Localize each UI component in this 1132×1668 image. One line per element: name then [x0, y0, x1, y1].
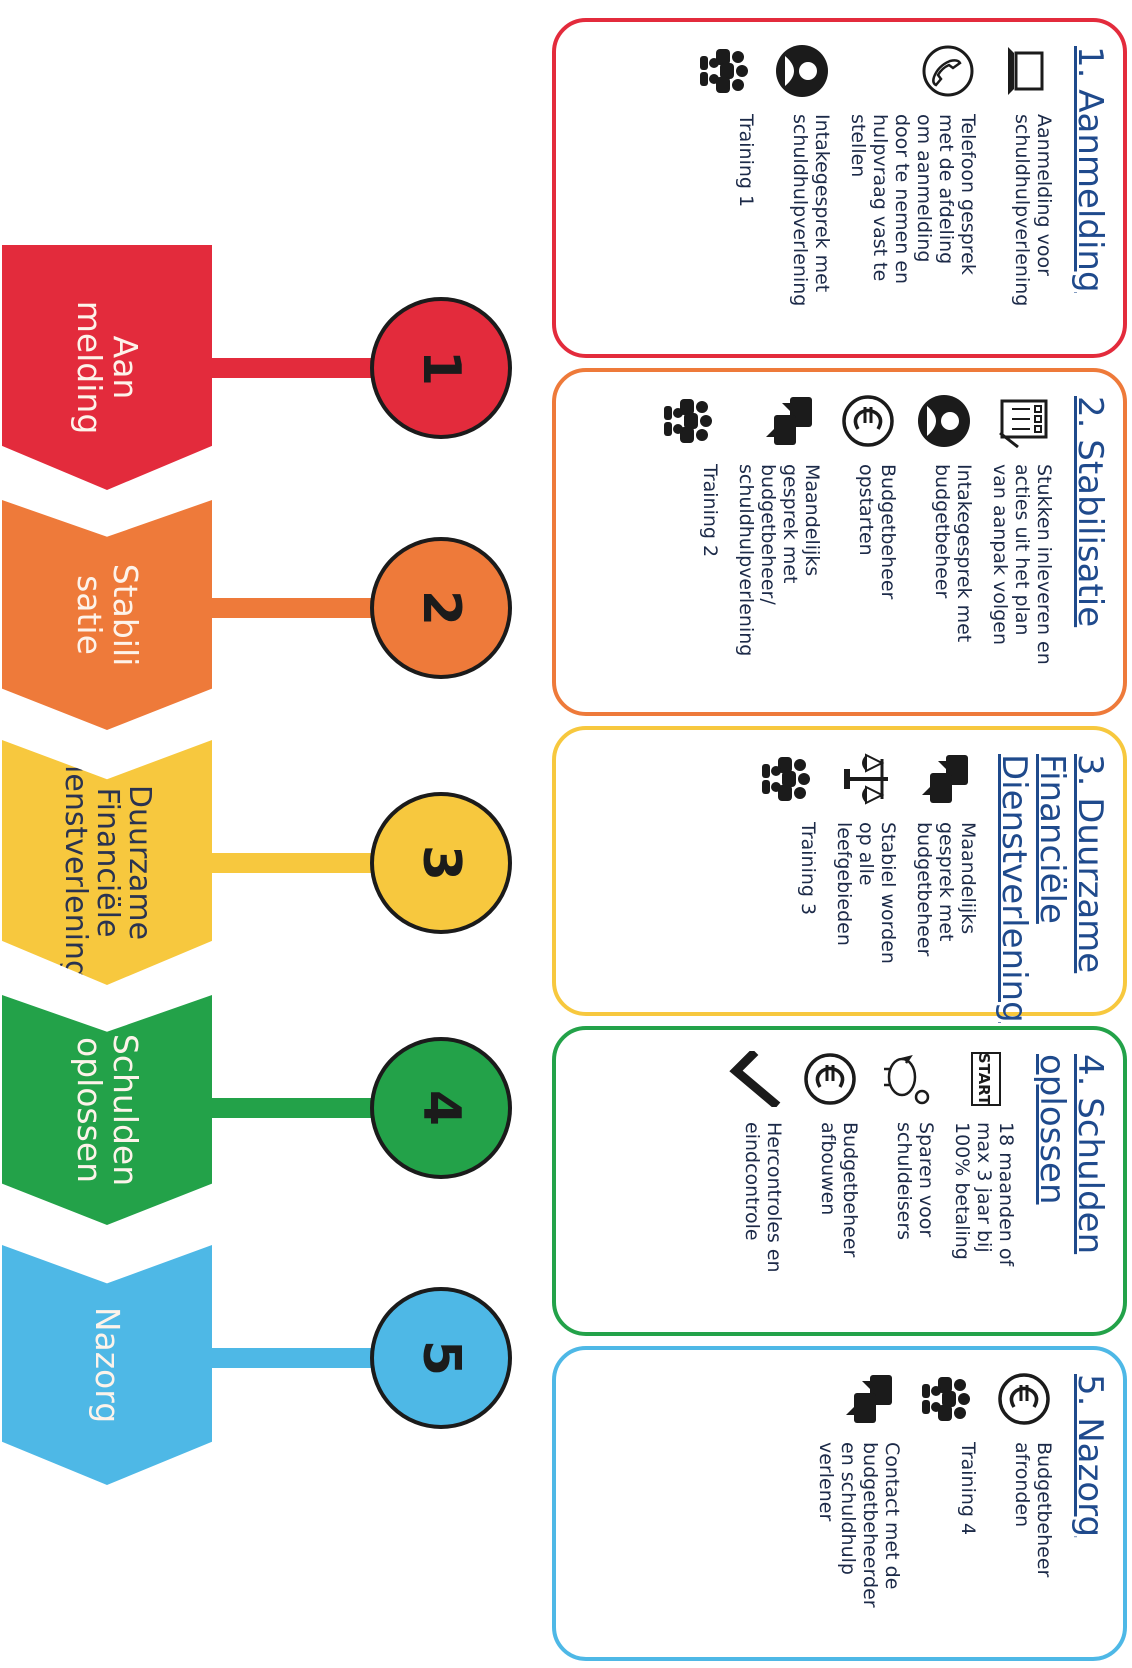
chat-icon — [917, 748, 979, 810]
phase-title: 5. Nazorg — [1070, 1374, 1110, 1538]
item-text: 18 maanden of max 3 jaar bij 100% betali… — [951, 1122, 1017, 1267]
start-icon: START — [955, 1048, 1017, 1110]
connector-2 — [202, 598, 392, 618]
item-text: Sparen voor schuldeisers — [893, 1122, 937, 1241]
chevron-label: Aan melding — [70, 300, 145, 435]
phase-box-stabilisatie: 2. Stabilisatie Stukken inleveren en act… — [552, 368, 1127, 716]
chevron-label: Schulden oplossen — [70, 1033, 145, 1187]
euro-icon — [799, 1048, 861, 1110]
connector-5 — [202, 1348, 392, 1368]
item-text: Maandelijks gesprek met budgetbeheer/ sc… — [735, 464, 823, 657]
step-number: 5 — [411, 1339, 471, 1377]
chevron-aanmelding: Aan melding — [2, 245, 212, 490]
chat-icon — [841, 1368, 903, 1430]
step-circle-1: 1 — [370, 297, 512, 439]
phase-item: Intakegesprek met schuldhulpverlening — [771, 40, 833, 340]
step-circle-4: 4 — [370, 1037, 512, 1179]
item-text: Intakegesprek met schuldhulpverlening — [789, 114, 833, 307]
phase-box-nazorg: 5. Nazorg Budgetbeheer afronden Training … — [552, 1346, 1127, 1661]
phase-item: START 18 maanden of max 3 jaar bij 100% b… — [951, 1048, 1017, 1318]
phone-icon — [917, 40, 979, 102]
chat-icon — [761, 390, 823, 452]
step-circle-3: 3 — [370, 792, 512, 934]
person-icon — [913, 390, 975, 452]
item-text: Intakegesprek met budgetbeheer — [931, 464, 975, 643]
item-text: Contact met de budgetbeheerder en schuld… — [815, 1442, 903, 1608]
phase-item: Telefoon gesprek met de afdeling om aanm… — [847, 40, 979, 340]
phase-item: Contact met de budgetbeheerder en schuld… — [815, 1368, 903, 1643]
euro-icon — [993, 1368, 1055, 1430]
phase-box-schulden: 4. Schulden oplossen START 18 maanden of … — [552, 1026, 1127, 1336]
euro-icon — [837, 390, 899, 452]
chevron-schulden: Schulden oplossen — [2, 995, 212, 1225]
group-icon — [757, 748, 819, 810]
step-circle-5: 5 — [370, 1287, 512, 1429]
item-text: Budgetbeheer afbouwen — [817, 1122, 861, 1258]
checklist-icon — [993, 390, 1055, 452]
group-icon — [695, 40, 757, 102]
item-text: Stabiel worden op alle leefgebieden — [833, 822, 899, 964]
phase-item: Training 1 — [695, 40, 757, 340]
phase-box-aanmelding: 1. Aanmelding Aanmelding voor schuldhulp… — [552, 18, 1127, 358]
phase-title: 4. Schulden oplossen — [1032, 1054, 1110, 1255]
phase-title: 1. Aanmelding — [1070, 46, 1110, 293]
scale-icon — [837, 748, 899, 810]
person-icon — [771, 40, 833, 102]
phase-item: Stabiel worden op alle leefgebieden — [833, 748, 899, 998]
step-number: 3 — [411, 844, 471, 882]
group-icon — [659, 390, 721, 452]
phase-item: Sparen voor schuldeisers — [875, 1048, 937, 1318]
phase-item: Budgetbeheer afronden — [993, 1368, 1055, 1643]
phase-box-duurzame: 3. Duurzame Financiële Dienstverlening M… — [552, 726, 1127, 1023]
item-text: Hercontroles en eindcontrole — [741, 1122, 785, 1273]
step-number: 2 — [411, 589, 471, 627]
phase-item: Training 3 — [757, 748, 819, 998]
phase-item: Maandelijks gesprek met budgetbeheer — [913, 748, 979, 998]
item-text: Budgetbeheer afronden — [1011, 1442, 1055, 1578]
step-number: 4 — [411, 1089, 471, 1127]
phase-item: Aanmelding voor schuldhulpverlening — [993, 40, 1055, 340]
item-text: Maandelijks gesprek met budgetbeheer — [913, 822, 979, 957]
chevron-duurzame: Duurzame Financiële dienstverlening — [2, 740, 212, 985]
group-icon — [917, 1368, 979, 1430]
checkmark-icon — [723, 1048, 785, 1110]
connector-1 — [202, 358, 392, 378]
piggy-bank-icon — [875, 1048, 937, 1110]
phase-item: Training 2 — [659, 390, 721, 698]
start-label: START — [975, 1053, 993, 1106]
phase-title: 3. Duurzame Financiële Dienstverlening — [994, 754, 1110, 1023]
item-text: Training 2 — [699, 464, 721, 558]
item-text: Training 3 — [797, 822, 819, 916]
phase-item: Budgetbeheer opstarten — [837, 390, 899, 698]
connector-4 — [202, 1098, 392, 1118]
item-text: Training 4 — [957, 1442, 979, 1536]
phase-title: 2. Stabilisatie — [1070, 396, 1110, 628]
chevron-label: Nazorg — [88, 1306, 127, 1424]
item-text: Stukken inleveren en acties uit het plan… — [989, 464, 1055, 665]
chevron-stabilisatie: Stabili satie — [2, 500, 212, 730]
item-text: Telefoon gesprek met de afdeling om aanm… — [847, 114, 979, 285]
step-number: 1 — [411, 349, 471, 387]
phase-item: Maandelijks gesprek met budgetbeheer/ sc… — [735, 390, 823, 698]
step-circle-2: 2 — [370, 537, 512, 679]
phase-item: Hercontroles en eindcontrole — [723, 1048, 785, 1318]
phase-item: Budgetbeheer afbouwen — [799, 1048, 861, 1318]
phase-item: Intakegesprek met budgetbeheer — [913, 390, 975, 698]
chevron-label: Duurzame Financiële dienstverlening — [58, 746, 157, 979]
item-text: Budgetbeheer opstarten — [855, 464, 899, 600]
laptop-icon — [993, 40, 1055, 102]
chevron-nazorg: Nazorg — [2, 1245, 212, 1485]
phase-item: Stukken inleveren en acties uit het plan… — [989, 390, 1055, 698]
connector-3 — [202, 853, 392, 873]
chevron-label: Stabili satie — [70, 563, 145, 667]
item-text: Aanmelding voor schuldhulpverlening — [1011, 114, 1055, 307]
item-text: Training 1 — [735, 114, 757, 208]
phase-item: Training 4 — [917, 1368, 979, 1643]
